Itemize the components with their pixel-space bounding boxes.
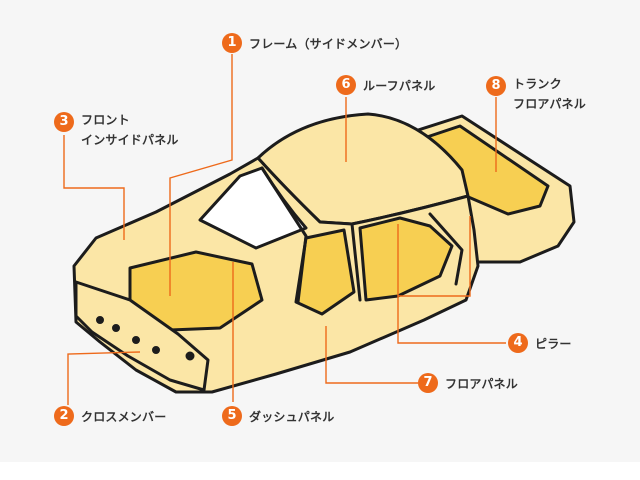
leader-lines: [63, 54, 506, 405]
label-floor-panel: 7 フロアパネル: [418, 373, 518, 393]
number-badge: 6: [336, 75, 356, 95]
number-badge: 3: [54, 112, 74, 132]
label-roof-panel: 6 ルーフパネル: [336, 75, 435, 95]
label-line: インサイドパネル: [81, 133, 179, 147]
label-front-inside-panel: 3 フロント インサイドパネル: [54, 110, 179, 150]
label-line: フロアパネル: [513, 97, 586, 111]
label-text: トランク フロアパネル: [513, 74, 586, 114]
label-dash-panel: 5 ダッシュパネル: [222, 406, 334, 426]
leader-front-inside-panel: [63, 135, 125, 240]
label-line: トランク: [513, 77, 562, 91]
label-text: クロスメンバー: [81, 409, 167, 424]
leader-pillar-top: [398, 216, 471, 297]
leader-pillar: [397, 224, 506, 344]
car-body-illustration: [72, 112, 576, 394]
number-badge: 7: [418, 373, 438, 393]
label-text: フロアパネル: [445, 376, 518, 391]
leader-frame: [169, 54, 233, 296]
label-text: フロント インサイドパネル: [81, 110, 179, 150]
b-pillar: [350, 222, 362, 302]
number-badge: 5: [222, 406, 242, 426]
label-cross-member: 2 クロスメンバー: [54, 406, 166, 426]
front-bumper: [74, 280, 210, 392]
leader-floor-panel: [325, 326, 418, 384]
bolt-hole: [132, 336, 140, 344]
label-frame: 1 フレーム（サイドメンバー）: [222, 33, 407, 53]
bolt-hole: [152, 346, 160, 354]
bolt-hole: [185, 351, 195, 361]
c-pillar: [428, 212, 464, 286]
number-badge: 1: [222, 33, 242, 53]
label-pillar: 4 ピラー: [508, 333, 572, 353]
number-badge: 2: [54, 406, 74, 426]
label-text: ダッシュパネル: [249, 409, 335, 424]
label-trunk-floor-panel: 8 トランク フロアパネル: [486, 74, 586, 114]
rear-door-opening: [358, 216, 454, 302]
number-badge: 4: [508, 333, 528, 353]
label-line: フロント: [81, 113, 130, 127]
front-door-opening: [294, 228, 356, 316]
a-pillar: [260, 166, 308, 304]
label-text: ルーフパネル: [363, 78, 436, 93]
number-badge: 8: [486, 76, 506, 96]
leader-cross-member: [67, 351, 141, 405]
bolt-hole: [112, 324, 120, 332]
label-text: フレーム（サイドメンバー）: [249, 36, 408, 51]
label-text: ピラー: [535, 336, 572, 351]
bolt-hole: [96, 316, 104, 324]
